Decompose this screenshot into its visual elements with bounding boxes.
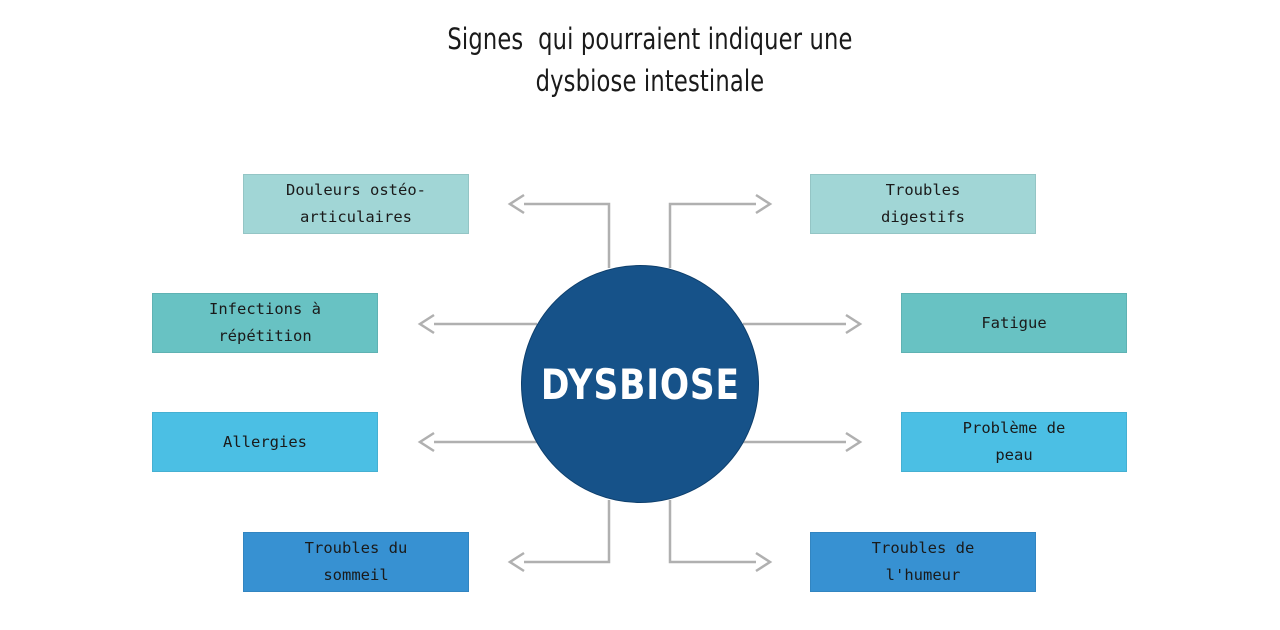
node-fatigue: Fatigue <box>901 293 1127 353</box>
node-label-line: Infections à <box>209 300 321 318</box>
node-label-line: répétition <box>218 327 312 345</box>
node-label-line: digestifs <box>881 208 965 226</box>
arrowhead-digestifs <box>755 193 773 215</box>
node-label-line: sommeil <box>323 566 389 584</box>
connector-sommeil <box>512 500 611 564</box>
arrowhead-humeur <box>755 551 773 573</box>
title-line-2: dysbiose intestinale <box>535 64 765 98</box>
node-allergies: Allergies <box>152 412 378 472</box>
node-label-line: peau <box>995 446 1033 464</box>
title-line-1: Signes qui pourraient indiquer une <box>447 22 853 56</box>
arrowhead-allergies <box>417 431 435 453</box>
arrowhead-sommeil <box>507 551 525 573</box>
node-douleurs-osteo-articulaires: Douleurs ostéo- articulaires <box>243 174 469 234</box>
node-label-line: articulaires <box>300 208 412 226</box>
node-label-line: l'humeur <box>885 566 961 584</box>
arrowhead-infections <box>417 313 435 335</box>
center-hub-circle: DYSBIOSE <box>521 265 759 503</box>
diagram-title: Signes qui pourraient indiquer une dysbi… <box>143 18 1157 102</box>
arrowhead-douleurs <box>507 193 525 215</box>
node-label-line: Troubles du <box>304 539 408 557</box>
node-troubles-humeur: Troubles de l'humeur <box>810 532 1036 592</box>
node-probleme-peau: Problème de peau <box>901 412 1127 472</box>
node-troubles-sommeil: Troubles du sommeil <box>243 532 469 592</box>
node-label-line: Troubles <box>885 181 961 199</box>
connector-humeur <box>668 500 768 564</box>
node-label-line: Allergies <box>223 432 307 451</box>
node-label-line: Douleurs ostéo- <box>286 181 426 199</box>
arrowhead-fatigue <box>845 313 863 335</box>
connector-digestifs <box>668 202 768 268</box>
node-label-line: Fatigue <box>981 313 1047 332</box>
center-hub-label: DYSBIOSE <box>540 359 740 409</box>
node-label-line: Problème de <box>962 419 1066 437</box>
connector-douleurs <box>512 202 611 268</box>
arrowhead-peau <box>845 431 863 453</box>
node-label-line: Troubles de <box>871 539 975 557</box>
node-infections-repetition: Infections à répétition <box>152 293 378 353</box>
node-troubles-digestifs: Troubles digestifs <box>810 174 1036 234</box>
